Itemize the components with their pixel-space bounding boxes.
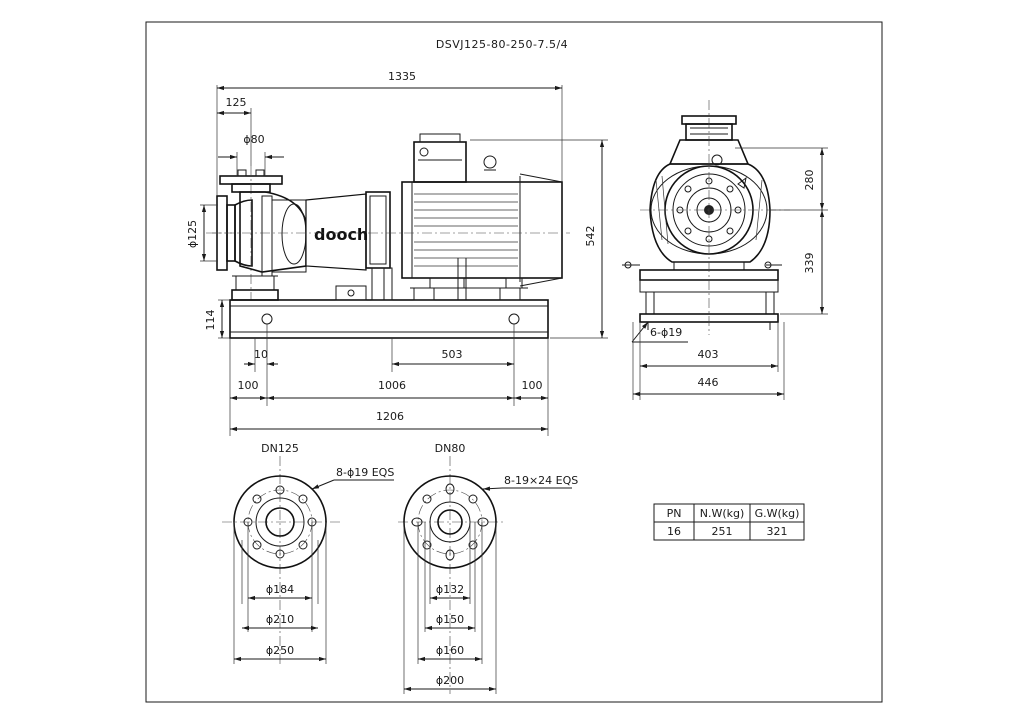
table-header-nw: N.W(kg) (700, 507, 745, 520)
dim-100-right: 100 (522, 379, 543, 392)
dim-discharge-dia: ϕ80 (243, 133, 264, 146)
drawing-frame (145, 21, 883, 703)
dim-suction-dia: ϕ125 (186, 220, 199, 248)
flange-dn125-holes: 8-ϕ19 EQS (336, 466, 394, 479)
flange-dn80-d2: ϕ150 (436, 613, 464, 626)
flange-dn125: DN125 8-ϕ19 EQS ϕ184 ϕ210 (222, 442, 394, 666)
dim-base-length: 1206 (376, 410, 404, 423)
flange-dn80-label: DN80 (435, 442, 466, 455)
dim-403: 403 (698, 348, 719, 361)
flange-dn125-label: DN125 (261, 442, 299, 455)
dim-10: 10 (254, 348, 268, 361)
table-header-pn: PN (667, 507, 682, 520)
table-cell-nw: 251 (712, 525, 733, 538)
dim-100-left: 100 (238, 379, 259, 392)
dim-446: 446 (698, 376, 719, 389)
flange-dn80-holes: 8-19×24 EQS (504, 474, 578, 487)
dim-339: 339 (803, 253, 816, 274)
dim-503: 503 (442, 348, 463, 361)
side-view: dooch (186, 70, 608, 436)
spec-table: PN N.W(kg) G.W(kg) 16 251 321 (653, 503, 805, 541)
dim-holes: 6-ϕ19 (650, 326, 682, 339)
flange-dn80: DN80 8-19×24 EQS ϕ132 (398, 442, 578, 694)
table-cell-pn: 16 (667, 525, 681, 538)
flange-dn80-d3: ϕ160 (436, 644, 464, 657)
dim-base-height: 114 (204, 310, 217, 331)
flange-dn80-d1: ϕ132 (436, 583, 464, 596)
motor (401, 133, 563, 301)
coupling-guard (365, 191, 393, 301)
flange-dn125-d3: ϕ250 (266, 644, 294, 657)
dim-overall-length: 1335 (388, 70, 416, 83)
flange-dn125-d2: ϕ210 (266, 613, 294, 626)
end-view: 280 339 6-ϕ19 403 446 (622, 100, 828, 400)
flange-dn80-d4: ϕ200 (436, 674, 464, 687)
dim-280: 280 (803, 170, 816, 191)
dim-height: 542 (584, 226, 597, 247)
dim-1006: 1006 (378, 379, 406, 392)
brand-logo: dooch (314, 225, 368, 244)
pump-casing (231, 191, 307, 301)
table-cell-gw: 321 (767, 525, 788, 538)
flange-dn125-d1: ϕ184 (266, 583, 294, 596)
bearing-housing: dooch (305, 193, 368, 301)
table-header-gw: G.W(kg) (755, 507, 800, 520)
dim-suction-offset: 125 (226, 96, 247, 109)
drawing-title: DSVJ125-80-250-7.5/4 (436, 38, 568, 51)
base-frame (229, 299, 549, 339)
